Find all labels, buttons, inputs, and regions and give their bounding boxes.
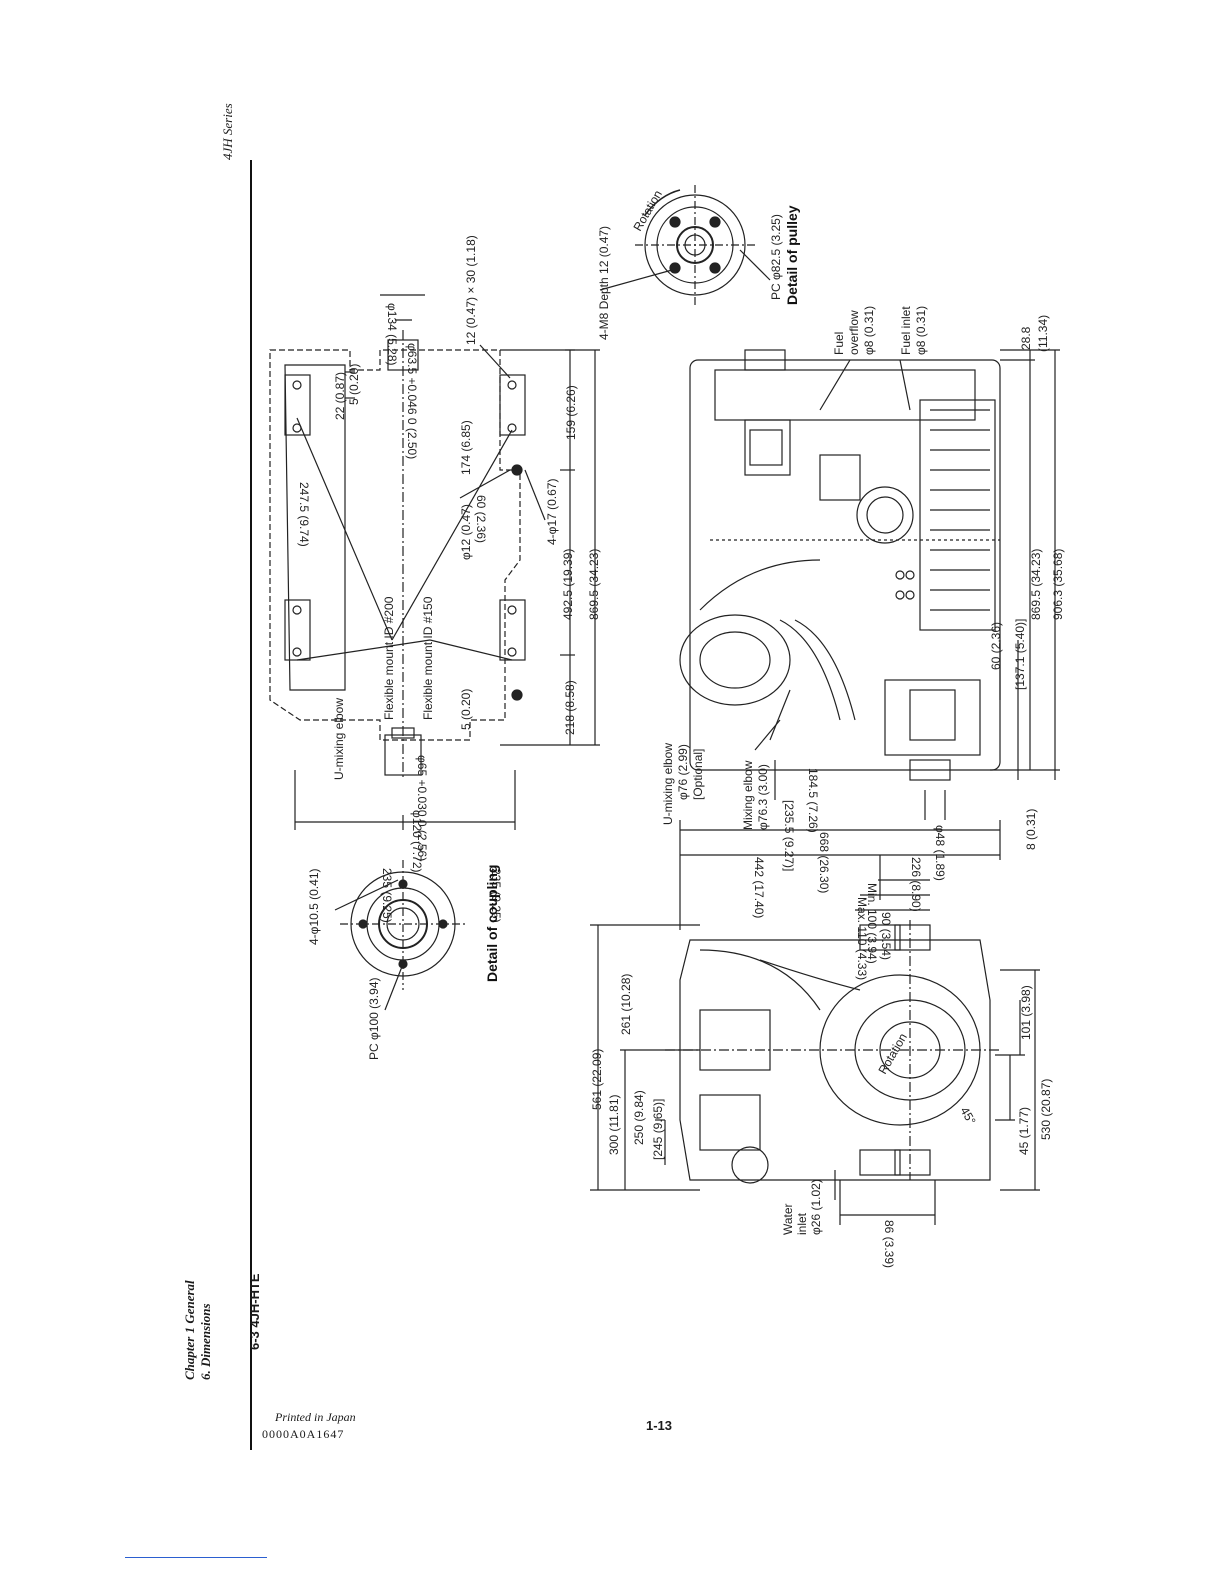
dim-442: 442 (17.40) — [752, 857, 766, 918]
dim-561: 561 (22.09) — [590, 1049, 604, 1110]
page-number: 1-13 — [646, 1418, 673, 1433]
water-inlet-label-3: φ26 (1.02) — [809, 1179, 823, 1235]
top-view-drawing — [269, 294, 600, 830]
top-u-mixing-elbow-label: U-mixing elbow — [332, 698, 346, 780]
dim-159: 159 (6.26) — [564, 385, 578, 440]
water-inlet-label-2: inlet — [795, 1212, 809, 1235]
dim-5-left: 5 (0.20) — [459, 689, 473, 730]
dim-226: 226 (8.90) — [909, 857, 923, 912]
fuel-overflow-label-2: overflow — [847, 310, 861, 355]
dim-668: 668 (26.30) — [817, 832, 831, 893]
pulley-rotation-label: Rotation — [630, 188, 664, 234]
document-code: 0000A0A1647 — [262, 1427, 345, 1441]
pulley-pitch-circle-label: PC φ82.5 (3.25) — [769, 214, 783, 300]
angle-45-label: 45° — [957, 1105, 978, 1128]
coupling-detail-drawing — [334, 860, 466, 1011]
dim-8: 8 (0.31) — [1024, 809, 1038, 850]
mixing-elbow-label: Mixing elbow — [741, 760, 755, 830]
footer-rule — [125, 1557, 267, 1558]
dim-phi-134: φ134 (5.28) — [385, 303, 399, 365]
water-inlet-label-1: Water — [781, 1203, 795, 1235]
pulley-detail-drawing — [599, 185, 771, 305]
printed-in-japan: Printed in Japan — [275, 1410, 356, 1424]
fuel-inlet-label-2: φ8 (0.31) — [914, 306, 928, 355]
dim-min-100: Min. 100 (3.94) — [865, 883, 879, 964]
dim-300: 300 (11.81) — [607, 1095, 621, 1156]
dim-174: 174 (6.85) — [459, 420, 473, 475]
dim-530: 530 (20.87) — [1039, 1079, 1053, 1140]
dim-phi-65: φ65 +0.030 0 (2.56) — [415, 755, 429, 861]
dim-phi-48: φ48 (1.89) — [933, 825, 947, 881]
dim-60-side: 60 (2.36) — [989, 622, 1003, 670]
dim-261: 261 (10.28) — [619, 974, 633, 1035]
mixing-elbow-phi-label: φ76.3 (3.00) — [756, 764, 770, 830]
front-view-drawing — [590, 920, 1040, 1225]
flexible-mount-200-label: Flexible mount ID #200 — [382, 596, 396, 720]
dim-235-right: 235 (9.25) — [489, 868, 503, 923]
fuel-inlet-label-1: Fuel inlet — [899, 306, 913, 355]
side-u-mixing-optional-label: [Optional] — [691, 749, 705, 800]
side-u-mixing-phi-label: φ76 (2.99) — [676, 744, 690, 800]
dim-101: 101 (3.98) — [1019, 985, 1033, 1040]
dim-phi-63-5: φ63.5 +0.046 0 (2.50) — [405, 343, 419, 459]
dim-4-phi-17: 4-φ17 (0.67) — [545, 479, 559, 545]
coupling-detail-title: Detail of coupling — [484, 865, 500, 982]
dim-245: [245 (9.65)] — [651, 1099, 665, 1160]
pulley-detail-title: Detail of pulley — [784, 205, 800, 305]
page-edge-rule — [250, 160, 252, 1450]
dim-45: 45 (1.77) — [1017, 1107, 1031, 1155]
pulley-bolt-label: 4-M8 Depth 12 (0.47) — [597, 226, 611, 340]
dim-12x30: 12 (0.47) × 30 (1.18) — [464, 235, 478, 345]
dim-86: 86 (3.39) — [882, 1220, 896, 1268]
dim-869-5-top: 869.5 (34.23) — [587, 549, 601, 620]
side-u-mixing-elbow-label: U-mixing elbow — [661, 743, 675, 825]
dim-phi-60: 60 (2.36) — [474, 495, 488, 543]
dim-869-5-side: 869.5 (34.23) — [1029, 549, 1043, 620]
flexible-mount-150-label: Flexible mount ID #150 — [421, 596, 435, 720]
dim-22: 22 (0.87) — [333, 372, 347, 420]
dim-247-5: 247.5 (9.74) — [297, 482, 311, 547]
dim-235-left: 235 (9.25) — [380, 868, 394, 923]
fuel-overflow-label-3: φ8 (0.31) — [862, 306, 876, 355]
dim-phi-120: φ120 (7.72) — [410, 810, 424, 872]
dim-492-5: 492.5 (19.39) — [561, 549, 575, 620]
dim-11-34: (11.34) — [1036, 315, 1050, 352]
dim-28-8: 28.8 — [1019, 326, 1033, 350]
dim-235-5: [235.5 (9.27)] — [782, 800, 796, 871]
dim-137-1: [137.1 (5.40)] — [1013, 619, 1027, 690]
coupling-bolt-holes-label: 4-φ10.5 (0.41) — [307, 869, 321, 946]
dim-90: 90 (3.54) — [879, 912, 893, 960]
dim-phi-12: φ12 (0.47) — [459, 504, 473, 560]
dim-218: 218 (8.58) — [563, 680, 577, 735]
dim-906-3: 906.3 (35.68) — [1051, 549, 1065, 620]
dim-5-top: 5 (0.20) — [347, 364, 361, 405]
dim-250: 250 (9.84) — [632, 1090, 646, 1145]
dim-max-110: Max. 110 (4.33) — [855, 897, 869, 980]
dim-184-5: 184.5 (7.26) — [806, 768, 820, 833]
coupling-pitch-circle-label: PC φ100 (3.94) — [367, 978, 381, 1061]
fuel-overflow-label-1: Fuel — [832, 332, 846, 355]
side-view-drawing — [679, 349, 1060, 930]
